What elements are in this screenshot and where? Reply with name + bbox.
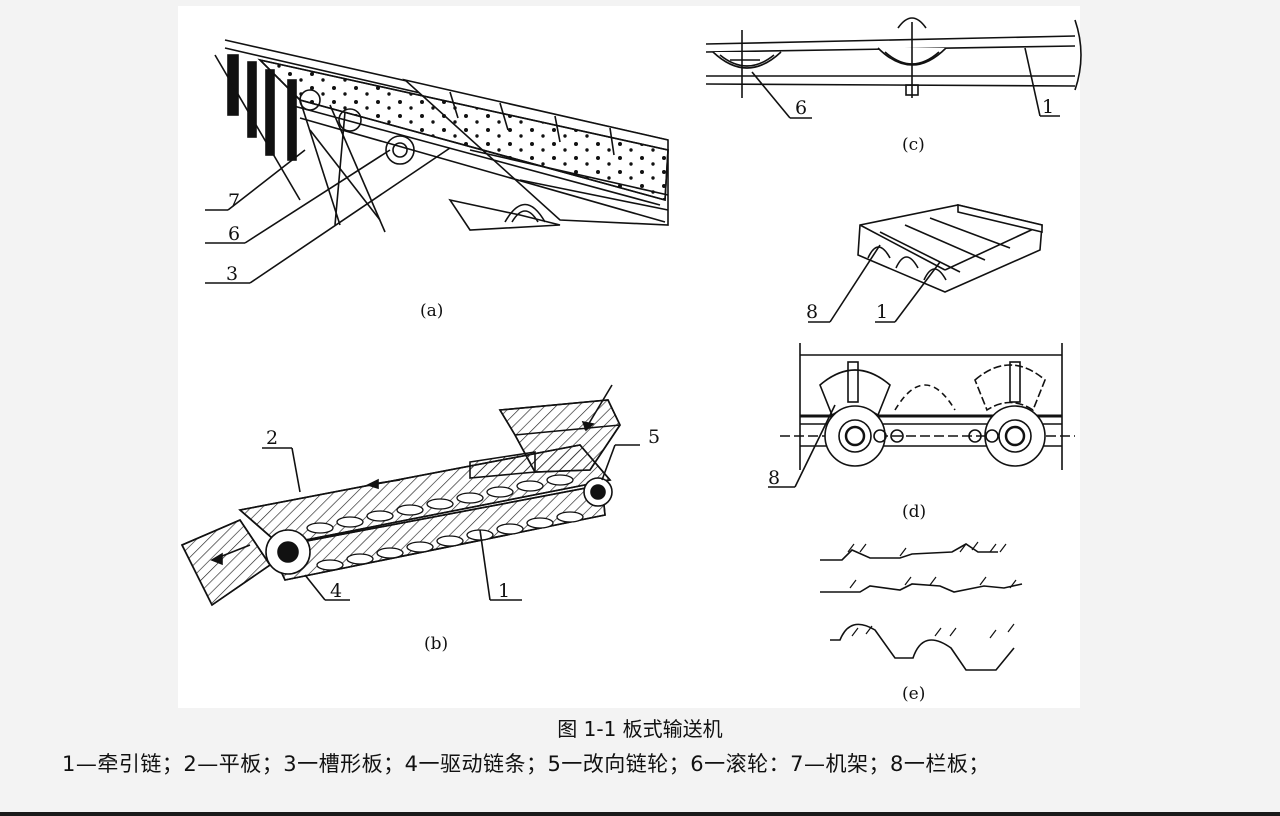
callout-d-8: 8 bbox=[768, 467, 780, 489]
panel-a-label: (a) bbox=[420, 301, 443, 321]
figure-drawing-area bbox=[178, 6, 1080, 708]
panel-d-label: (d) bbox=[902, 502, 926, 522]
callout-b-4: 4 bbox=[330, 580, 342, 602]
callout-a-6: 6 bbox=[228, 223, 240, 245]
panel-e-label: (e) bbox=[902, 684, 925, 704]
callout-c-1: 1 bbox=[1042, 96, 1054, 118]
callout-b-2: 2 bbox=[266, 427, 278, 449]
panel-c-label: (c) bbox=[902, 135, 925, 155]
callout-d-upper-1: 1 bbox=[876, 301, 888, 323]
figure-legend: 1—牵引链；2—平板；3一槽形板；4一驱动链条；5一改向链轮；6一滚轮：7—机架… bbox=[62, 752, 990, 776]
callout-c-6: 6 bbox=[795, 97, 807, 119]
panel-c-roller-chain-side-view bbox=[705, 17, 1082, 119]
panel-b-plate-conveyor bbox=[180, 384, 640, 607]
panel-d-upper-plate-isometric bbox=[808, 203, 1043, 323]
callout-a-3: 3 bbox=[226, 263, 238, 285]
callout-b-1: 1 bbox=[498, 580, 510, 602]
panel-a-inclined-conveyor bbox=[205, 39, 669, 284]
callout-b-5: 5 bbox=[648, 426, 660, 448]
figure-caption-title: 图 1-1 板式输送机 bbox=[557, 717, 723, 741]
callout-a-7: 7 bbox=[228, 190, 240, 212]
panel-b-label: (b) bbox=[424, 634, 448, 654]
callout-d-upper-8: 8 bbox=[806, 301, 818, 323]
bottom-border bbox=[0, 812, 1280, 816]
panel-e-plate-profiles bbox=[820, 541, 1023, 671]
panel-d-chain-rollers bbox=[768, 343, 1075, 488]
